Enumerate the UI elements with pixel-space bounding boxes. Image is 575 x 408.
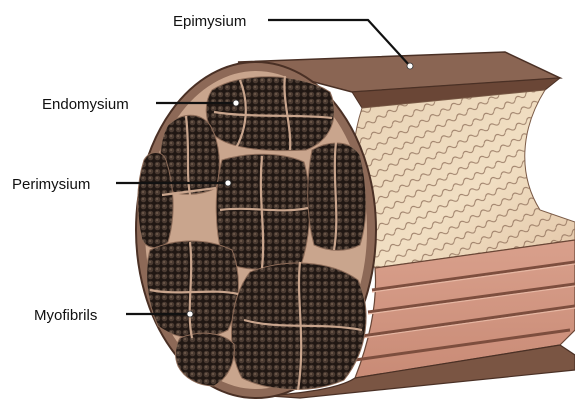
label-endomysium: Endomysium xyxy=(42,96,129,113)
label-perimysium: Perimysium xyxy=(12,176,90,193)
myofibrils-pointer-dot xyxy=(187,311,193,317)
label-myofibrils: Myofibrils xyxy=(34,307,97,324)
endomysium-pointer-dot xyxy=(233,100,239,106)
perimysium-pointer-dot xyxy=(225,180,231,186)
epimysium-pointer-dot xyxy=(407,63,413,69)
label-epimysium: Epimysium xyxy=(173,13,246,30)
